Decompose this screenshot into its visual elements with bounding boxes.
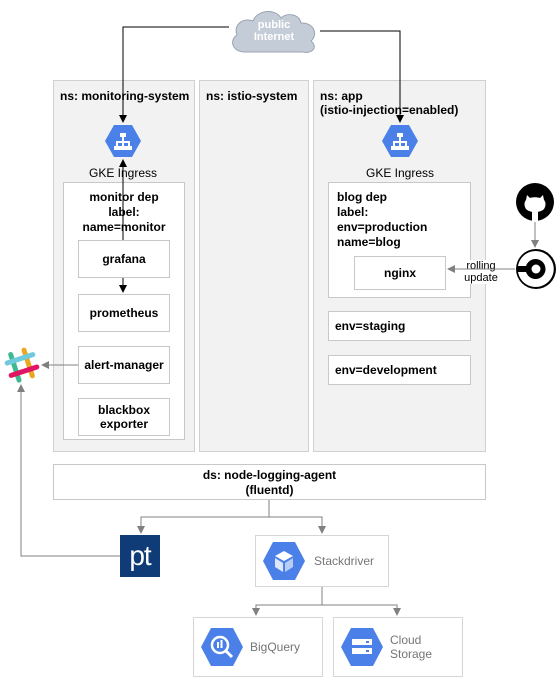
grafana-pod: grafana bbox=[78, 240, 170, 278]
env-development-box: env=development bbox=[328, 355, 471, 385]
bigquery-icon bbox=[201, 628, 243, 666]
circleci-icon bbox=[516, 249, 556, 289]
stackdriver-to-bigquery-edge bbox=[252, 587, 323, 616]
node-logging-agent-label: ds: node-logging-agent (fluentd) bbox=[202, 468, 337, 497]
node-logging-agent-daemonset: ds: node-logging-agent (fluentd) bbox=[53, 464, 486, 500]
namespace-istio-system: ns: istio-system bbox=[199, 80, 309, 452]
cloud-storage-label: Cloud Storage bbox=[390, 633, 433, 661]
namespace-app-title: ns: app (istio-injection=enabled) bbox=[320, 89, 459, 117]
bigquery-service: BigQuery bbox=[193, 617, 323, 677]
nginx-pod: nginx bbox=[354, 256, 446, 290]
cloud-icon bbox=[232, 11, 316, 53]
monitor-deployment-title: monitor dep label: name=monitor bbox=[82, 190, 166, 234]
namespace-monitoring-title: ns: monitoring-system bbox=[60, 89, 190, 103]
app-ingress-icon bbox=[381, 124, 419, 158]
stackdriver-icon bbox=[263, 542, 305, 580]
public-internet-cloud: public Internet bbox=[227, 6, 321, 56]
rolling-update-label: rolling update bbox=[456, 260, 506, 284]
public-internet-label: public Internet bbox=[253, 19, 295, 43]
fluentd-to-papertrail-edge bbox=[137, 500, 270, 534]
namespace-istio-title: ns: istio-system bbox=[206, 89, 298, 103]
alert-manager-pod: alert-manager bbox=[78, 346, 170, 384]
bigquery-label: BigQuery bbox=[250, 640, 301, 654]
fluentd-to-stackdriver-edge bbox=[269, 516, 326, 534]
papertrail-logo-text: pt bbox=[129, 540, 151, 571]
env-staging-box: env=staging bbox=[328, 311, 471, 341]
prometheus-pod: prometheus bbox=[78, 294, 170, 332]
cloud-storage-icon bbox=[341, 628, 383, 666]
blog-deployment-title: blog dep label: env=production name=blog bbox=[337, 190, 428, 249]
stackdriver-to-storage-edge bbox=[322, 604, 401, 616]
monitoring-ingress-icon bbox=[104, 124, 142, 158]
blackbox-exporter-pod: blackbox exporter bbox=[78, 398, 170, 436]
stackdriver-label: Stackdriver bbox=[314, 554, 375, 568]
papertrail-icon: pt bbox=[120, 535, 160, 577]
blog-deployment: blog dep label: env=production name=blog bbox=[328, 182, 471, 298]
app-ingress-label: GKE Ingress bbox=[365, 166, 435, 180]
github-icon bbox=[516, 183, 554, 221]
stackdriver-service: Stackdriver bbox=[255, 535, 389, 587]
slack-icon bbox=[4, 347, 40, 383]
cloud-storage-service: Cloud Storage bbox=[333, 617, 463, 677]
monitoring-ingress-label: GKE Ingress bbox=[88, 166, 158, 180]
